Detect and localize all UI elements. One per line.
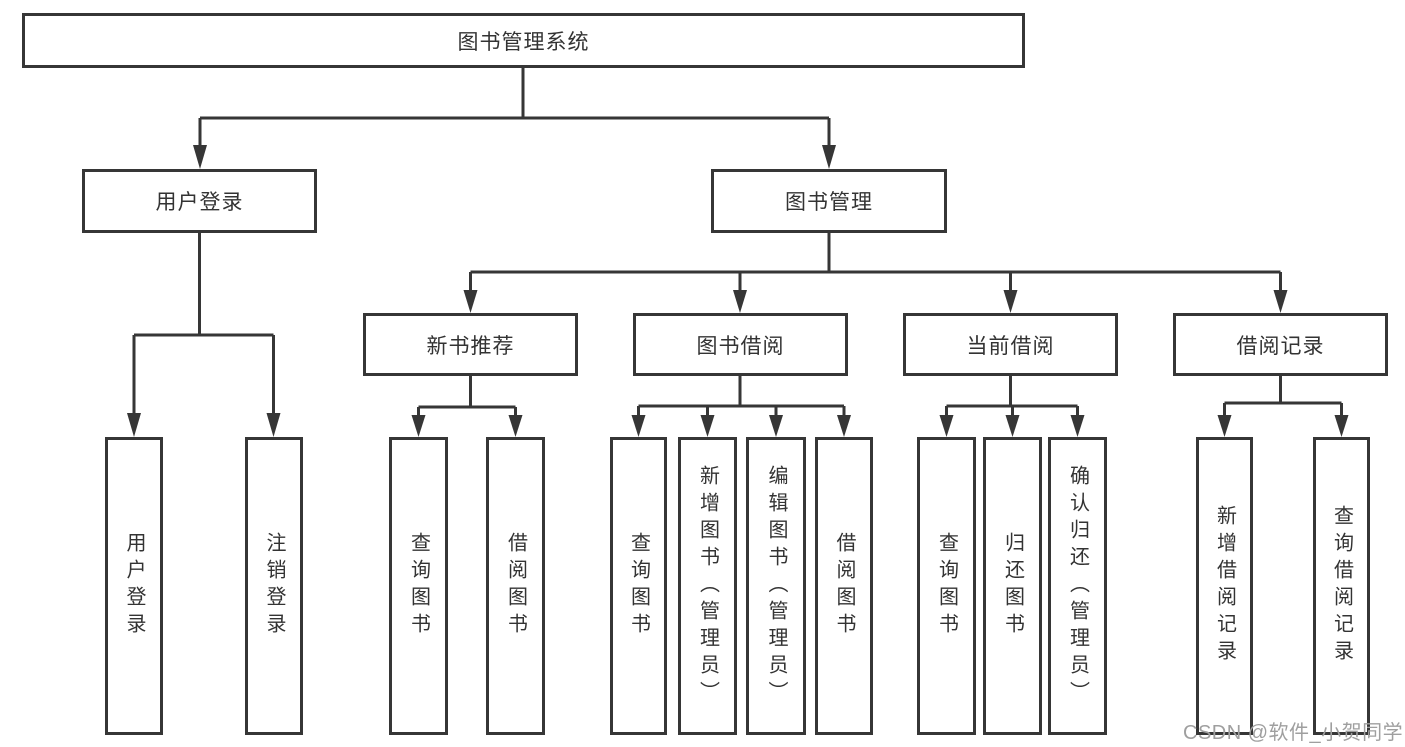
leaf-recommend-borrow-books: 借阅图书: [486, 437, 545, 735]
arrowhead: [1217, 415, 1232, 437]
arrowhead: [411, 415, 426, 437]
node-current-borrowing: 当前借阅: [903, 313, 1118, 376]
node-borrowing-records: 借阅记录: [1173, 313, 1388, 376]
leaf-return-books: 归还图书: [983, 437, 1042, 735]
leaf-confirm-return-admin: 确认归还（管理员）: [1048, 437, 1107, 735]
arrowhead: [1334, 415, 1349, 437]
arrowhead: [769, 415, 783, 437]
arrowhead: [508, 415, 523, 437]
arrowhead: [700, 415, 715, 437]
leaf-query-borrow-record: 查询借阅记录: [1313, 437, 1370, 735]
arrowhead: [733, 290, 747, 313]
connector-book-management-children: [469, 233, 1282, 292]
node-user-login: 用户登录: [82, 169, 317, 233]
arrowhead: [1273, 290, 1288, 313]
connector-root-to-level2: [198, 68, 831, 148]
connector-records-children: [1223, 376, 1343, 418]
leaf-logout: 注销登录: [245, 437, 303, 735]
arrowhead: [1003, 290, 1018, 313]
arrowhead: [837, 415, 851, 437]
leaf-edit-book-admin: 编辑图书（管理员）: [746, 437, 806, 735]
csdn-watermark: CSDN @软件_小贺同学: [1183, 722, 1404, 744]
node-book-management: 图书管理: [711, 169, 947, 233]
leaf-recommend-query-books: 查询图书: [389, 437, 448, 735]
leaf-add-book-admin: 新增图书（管理员）: [678, 437, 737, 735]
arrowhead: [631, 415, 646, 437]
arrowhead: [266, 413, 281, 437]
connector-recommendation-children: [417, 376, 517, 418]
arrowhead: [939, 415, 954, 437]
node-library-management-system: 图书管理系统: [22, 13, 1025, 68]
leaf-borrowing-borrow-books: 借阅图书: [815, 437, 873, 735]
arrowhead: [822, 145, 836, 169]
arrowhead: [1005, 415, 1020, 437]
leaf-current-query-books: 查询图书: [917, 437, 976, 735]
connector-user-login-children: [132, 233, 275, 416]
leaf-user-login: 用户登录: [105, 437, 163, 735]
arrowhead: [127, 413, 141, 437]
connector-borrowing-children: [637, 376, 846, 418]
arrowhead: [463, 290, 478, 313]
leaf-add-borrow-record: 新增借阅记录: [1196, 437, 1253, 735]
arrowhead: [1070, 415, 1085, 437]
leaf-borrowing-query-books: 查询图书: [610, 437, 667, 735]
connector-current-borrowing-children: [945, 376, 1079, 418]
node-new-book-recommendation: 新书推荐: [363, 313, 578, 376]
arrowhead: [193, 145, 207, 169]
node-book-borrowing: 图书借阅: [633, 313, 848, 376]
